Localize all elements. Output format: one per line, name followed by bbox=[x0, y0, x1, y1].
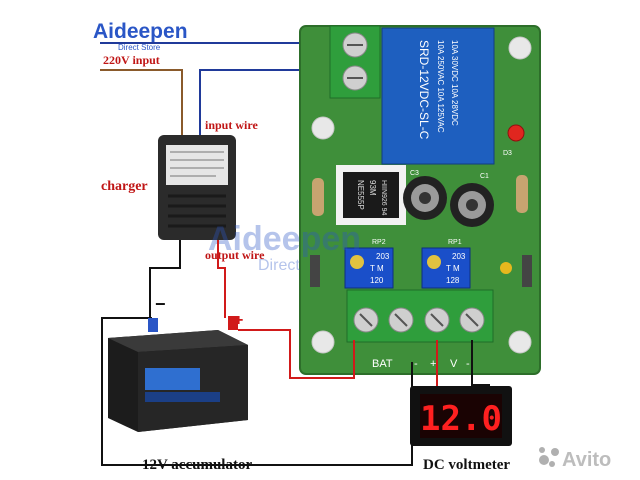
brand-logo: Aideepen bbox=[93, 20, 188, 43]
svg-text:T M: T M bbox=[446, 264, 460, 273]
avito-text: Avito bbox=[562, 449, 611, 471]
cap-label-c3: C3 bbox=[410, 170, 419, 177]
terminal-label-v: V bbox=[450, 358, 458, 370]
voltmeter-label: DC voltmeter bbox=[423, 457, 510, 473]
brand-watermark-tagline: Direct bbox=[258, 257, 300, 274]
avito-watermark: Avito bbox=[539, 447, 611, 471]
voltmeter-reading: 12.0 bbox=[420, 399, 502, 439]
diode bbox=[522, 255, 532, 287]
mounting-hole bbox=[311, 116, 335, 140]
charger-board: SRD-12VDC-SL-C 10A 250VAC 10A 125VAC 10A… bbox=[299, 25, 541, 375]
relay: SRD-12VDC-SL-C 10A 250VAC 10A 125VAC 10A… bbox=[381, 27, 495, 165]
charger-output-negative-wire bbox=[149, 240, 181, 318]
mains-wire-brown bbox=[100, 69, 183, 140]
chip-line-3: HIIN926 94 bbox=[380, 180, 387, 216]
terminal-label-plus: + bbox=[430, 358, 436, 370]
svg-text:T M: T M bbox=[370, 264, 384, 273]
diode bbox=[310, 255, 320, 287]
relay-rating-2: 10A 30VDC 10A 28VDC bbox=[450, 40, 459, 126]
charger-label: charger bbox=[101, 179, 148, 194]
ic-chip: NE555P 93M HIIN926 94 bbox=[336, 165, 406, 225]
relay-rating-1: 10A 250VAC 10A 125VAC bbox=[436, 40, 445, 133]
output-wire-label: output wire bbox=[205, 248, 265, 262]
brand-tagline: Direct Store bbox=[118, 43, 161, 52]
resistor bbox=[516, 175, 528, 213]
svg-text:RP1: RP1 bbox=[448, 239, 462, 246]
potentiometer-rp1: 203 T M 128 RP1 bbox=[421, 239, 471, 289]
voltmeter: 12.0 bbox=[410, 386, 512, 446]
charger bbox=[158, 135, 236, 240]
battery-label: 12V accumulator bbox=[142, 457, 252, 473]
svg-text:128: 128 bbox=[446, 276, 460, 285]
battery-positive-wire bbox=[238, 329, 355, 379]
chip-line-2: 93M bbox=[368, 180, 377, 196]
terminal-label-dash: - bbox=[466, 358, 470, 370]
charger-output-positive-wire bbox=[217, 240, 226, 318]
terminal-label-bat: BAT bbox=[372, 358, 393, 370]
capacitor bbox=[450, 183, 494, 227]
chip-line-1: NE555P bbox=[356, 180, 365, 210]
battery-minus-label: − bbox=[155, 294, 166, 314]
led bbox=[507, 124, 525, 142]
terminal-label-minus: - bbox=[414, 358, 418, 370]
ceramic-capacitor bbox=[500, 262, 512, 274]
avito-logo-icon bbox=[539, 455, 549, 465]
svg-text:RP2: RP2 bbox=[372, 239, 386, 246]
resistor bbox=[312, 178, 324, 216]
mounting-hole bbox=[311, 330, 335, 354]
mains-input-label: 220V input bbox=[103, 53, 160, 67]
mounting-hole bbox=[508, 330, 532, 354]
potentiometer-rp2: 203 T M 120 RP2 bbox=[344, 239, 394, 289]
battery-plus-label: + bbox=[234, 312, 243, 329]
svg-text:120: 120 bbox=[370, 276, 384, 285]
mounting-hole bbox=[508, 36, 532, 60]
svg-text:203: 203 bbox=[376, 252, 390, 261]
input-wire bbox=[199, 69, 330, 140]
voltmeter-negative-wire bbox=[471, 340, 490, 386]
input-wire-label: input wire bbox=[205, 118, 258, 132]
brand-watermark: Aideepen bbox=[208, 220, 361, 258]
battery bbox=[108, 316, 248, 432]
led-label: D3 bbox=[503, 150, 512, 157]
cap-label-c1: C1 bbox=[480, 173, 489, 180]
relay-model: SRD-12VDC-SL-C bbox=[417, 40, 431, 140]
terminal-block-bottom bbox=[346, 289, 494, 343]
capacitor bbox=[403, 176, 447, 220]
svg-text:203: 203 bbox=[452, 252, 466, 261]
